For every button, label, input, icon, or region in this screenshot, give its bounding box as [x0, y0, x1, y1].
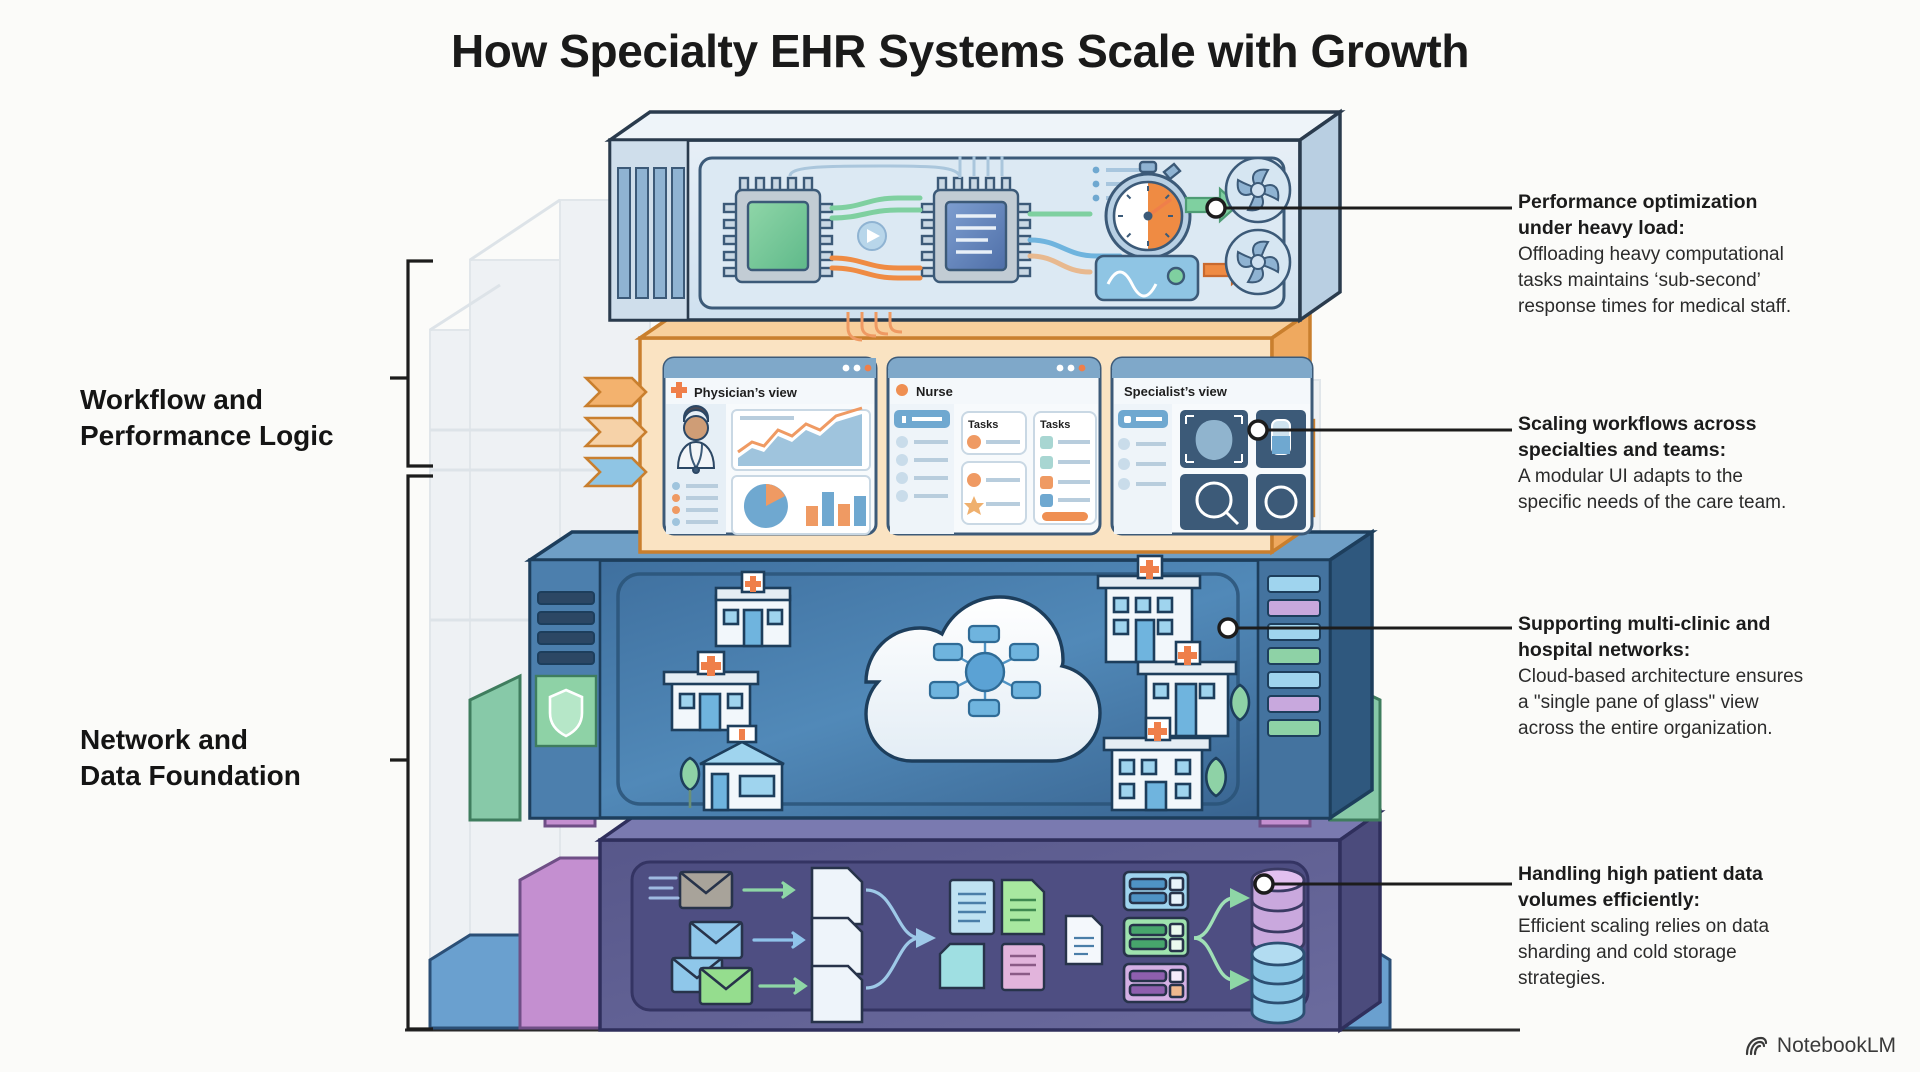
annotation-multi-clinic-networks: Supporting multi-clinic and hospital net…: [1518, 612, 1883, 742]
hospital-building-icon: [1096, 554, 1202, 664]
annotation-body-line2: sharding and cold storage: [1518, 942, 1737, 964]
record-row-icon: [1122, 870, 1190, 1004]
nurse-panel-label: Nurse: [916, 384, 953, 399]
fan-icon: [1224, 228, 1292, 296]
annotation-heading: Performance optimization under heavy loa…: [1518, 190, 1883, 241]
physician-panel-label: Physician’s view: [694, 385, 798, 400]
annotation-scaling-workflows: Scaling workflows across specialties and…: [1518, 412, 1883, 516]
document-icon: [1064, 914, 1104, 966]
notebooklm-watermark: NotebookLM: [1744, 1034, 1896, 1058]
envelope-icon: [688, 920, 744, 960]
annotation-heading-line1: Scaling workflows across: [1518, 413, 1757, 435]
magnifier-icon: [1195, 481, 1233, 519]
annotation-body-line2: tasks maintains ‘sub-second’: [1518, 270, 1761, 292]
annotation-body-line1: Cloud-based architecture ensures: [1518, 666, 1804, 688]
group-brackets: [390, 259, 433, 1031]
annotation-heading: Supporting multi-clinic and hospital net…: [1518, 612, 1883, 663]
fan-icon: [1224, 156, 1292, 224]
annotation-heading-line2: under heavy load:: [1518, 216, 1685, 239]
annotation-body-line1: Offloading heavy computational: [1518, 244, 1784, 266]
medical-imaging-icon: [1180, 410, 1248, 468]
annotation-body: A modular UI adapts to the specific need…: [1518, 464, 1883, 516]
database-cylinder-blue: [1250, 941, 1306, 1025]
waveform-panel: [1094, 254, 1200, 302]
annotation-body-line2: specific needs of the care team.: [1518, 492, 1787, 514]
cpu-chip-blue: [920, 176, 1032, 284]
page-title: How Specialty EHR Systems Scale with Gro…: [450, 25, 1470, 77]
annotation-heading-line1: Performance optimization: [1518, 191, 1758, 213]
specialist-panel-label: Specialist’s view: [1124, 384, 1228, 399]
annotation-heading-line1: Supporting multi-clinic and: [1518, 613, 1771, 635]
specialist-panel: Specialist’s view: [1110, 356, 1314, 536]
cpu-chip-green: [722, 176, 834, 284]
arrow-orange: [1202, 253, 1250, 287]
annotation-body-line3: strategies.: [1518, 968, 1606, 990]
hospital-building-icon: [714, 570, 792, 648]
pharmacy-building-icon: [679, 724, 785, 812]
annotation-body: Offloading heavy computational tasks mai…: [1518, 242, 1883, 319]
annotation-body: Cloud-based architecture ensures a "sing…: [1518, 664, 1883, 741]
nurse-card-label: Tasks: [968, 419, 998, 431]
envelope-icon: [678, 870, 734, 910]
annotation-body-line3: response times for medical staff.: [1518, 296, 1792, 318]
annotation-heading-line2: volumes efficiently:: [1518, 888, 1701, 911]
arrow-green: [1184, 186, 1240, 224]
nurse-panel: Nurse Tasks: [886, 356, 1102, 536]
flow-arrow: [916, 928, 936, 948]
tree-icon: [679, 756, 701, 792]
leader-node: [1253, 873, 1275, 895]
layer-workflow: Physician’s view: [582, 308, 1316, 556]
annotation-heading-line2: specialties and teams:: [1518, 438, 1727, 461]
annotation-performance-optimization: Performance optimization under heavy loa…: [1518, 190, 1883, 320]
annotation-body-line3: across the entire organization.: [1518, 718, 1773, 740]
group-label-workflow-performance: Workflow and Performance Logic: [80, 382, 334, 454]
layer-data: [428, 808, 1392, 1034]
group-label-line2: Performance Logic: [80, 419, 334, 451]
cloud-network-icon: [864, 595, 1102, 763]
group-label-network-data: Network and Data Foundation: [80, 722, 301, 794]
annotation-heading-line2: hospital networks:: [1518, 638, 1691, 661]
leader-node: [1217, 617, 1239, 639]
annotation-high-patient-data-volumes: Handling high patient data volumes effic…: [1518, 862, 1883, 992]
nurse-card-label: Tasks: [1040, 419, 1070, 431]
leader-node: [1205, 197, 1227, 219]
document-icon: [810, 866, 864, 1024]
annotation-body-line1: Efficient scaling relies on data: [1518, 916, 1770, 938]
annotation-body-line2: a "single pane of glass" view: [1518, 692, 1759, 714]
envelope-icon: [698, 966, 754, 1006]
group-label-line2: Data Foundation: [80, 759, 301, 791]
notebooklm-label: NotebookLM: [1776, 1034, 1896, 1057]
database-cylinder-purple: [1250, 867, 1306, 955]
group-label-line1: Workflow and: [80, 384, 264, 415]
annotation-body: Efficient scaling relies on data shardin…: [1518, 914, 1883, 991]
hospital-building-icon: [1102, 716, 1228, 812]
annotation-leaders: [1205, 197, 1512, 895]
annotation-heading-line1: Handling high patient data: [1518, 863, 1763, 885]
notebooklm-spiral-icon: [1745, 1036, 1768, 1056]
layer-compute: [604, 108, 1346, 342]
shield-icon: [548, 688, 584, 738]
clinic-building-icon: [662, 650, 760, 732]
annotation-heading: Scaling workflows across specialties and…: [1518, 412, 1883, 463]
clinic-building-icon: [1136, 640, 1251, 738]
physician-panel: Physician’s view: [662, 356, 878, 536]
envelope-icon: [670, 956, 724, 994]
document-grid: [938, 878, 1046, 992]
tree-icon: [1229, 683, 1251, 722]
stopwatch-icon: [1104, 160, 1192, 260]
leader-node: [1247, 419, 1269, 441]
annotation-heading: Handling high patient data volumes effic…: [1518, 862, 1883, 913]
tree-icon: [1204, 756, 1228, 798]
group-label-line1: Network and: [80, 724, 249, 755]
annotation-body-line1: A modular UI adapts to the: [1518, 466, 1743, 488]
layer-network: [468, 528, 1382, 828]
